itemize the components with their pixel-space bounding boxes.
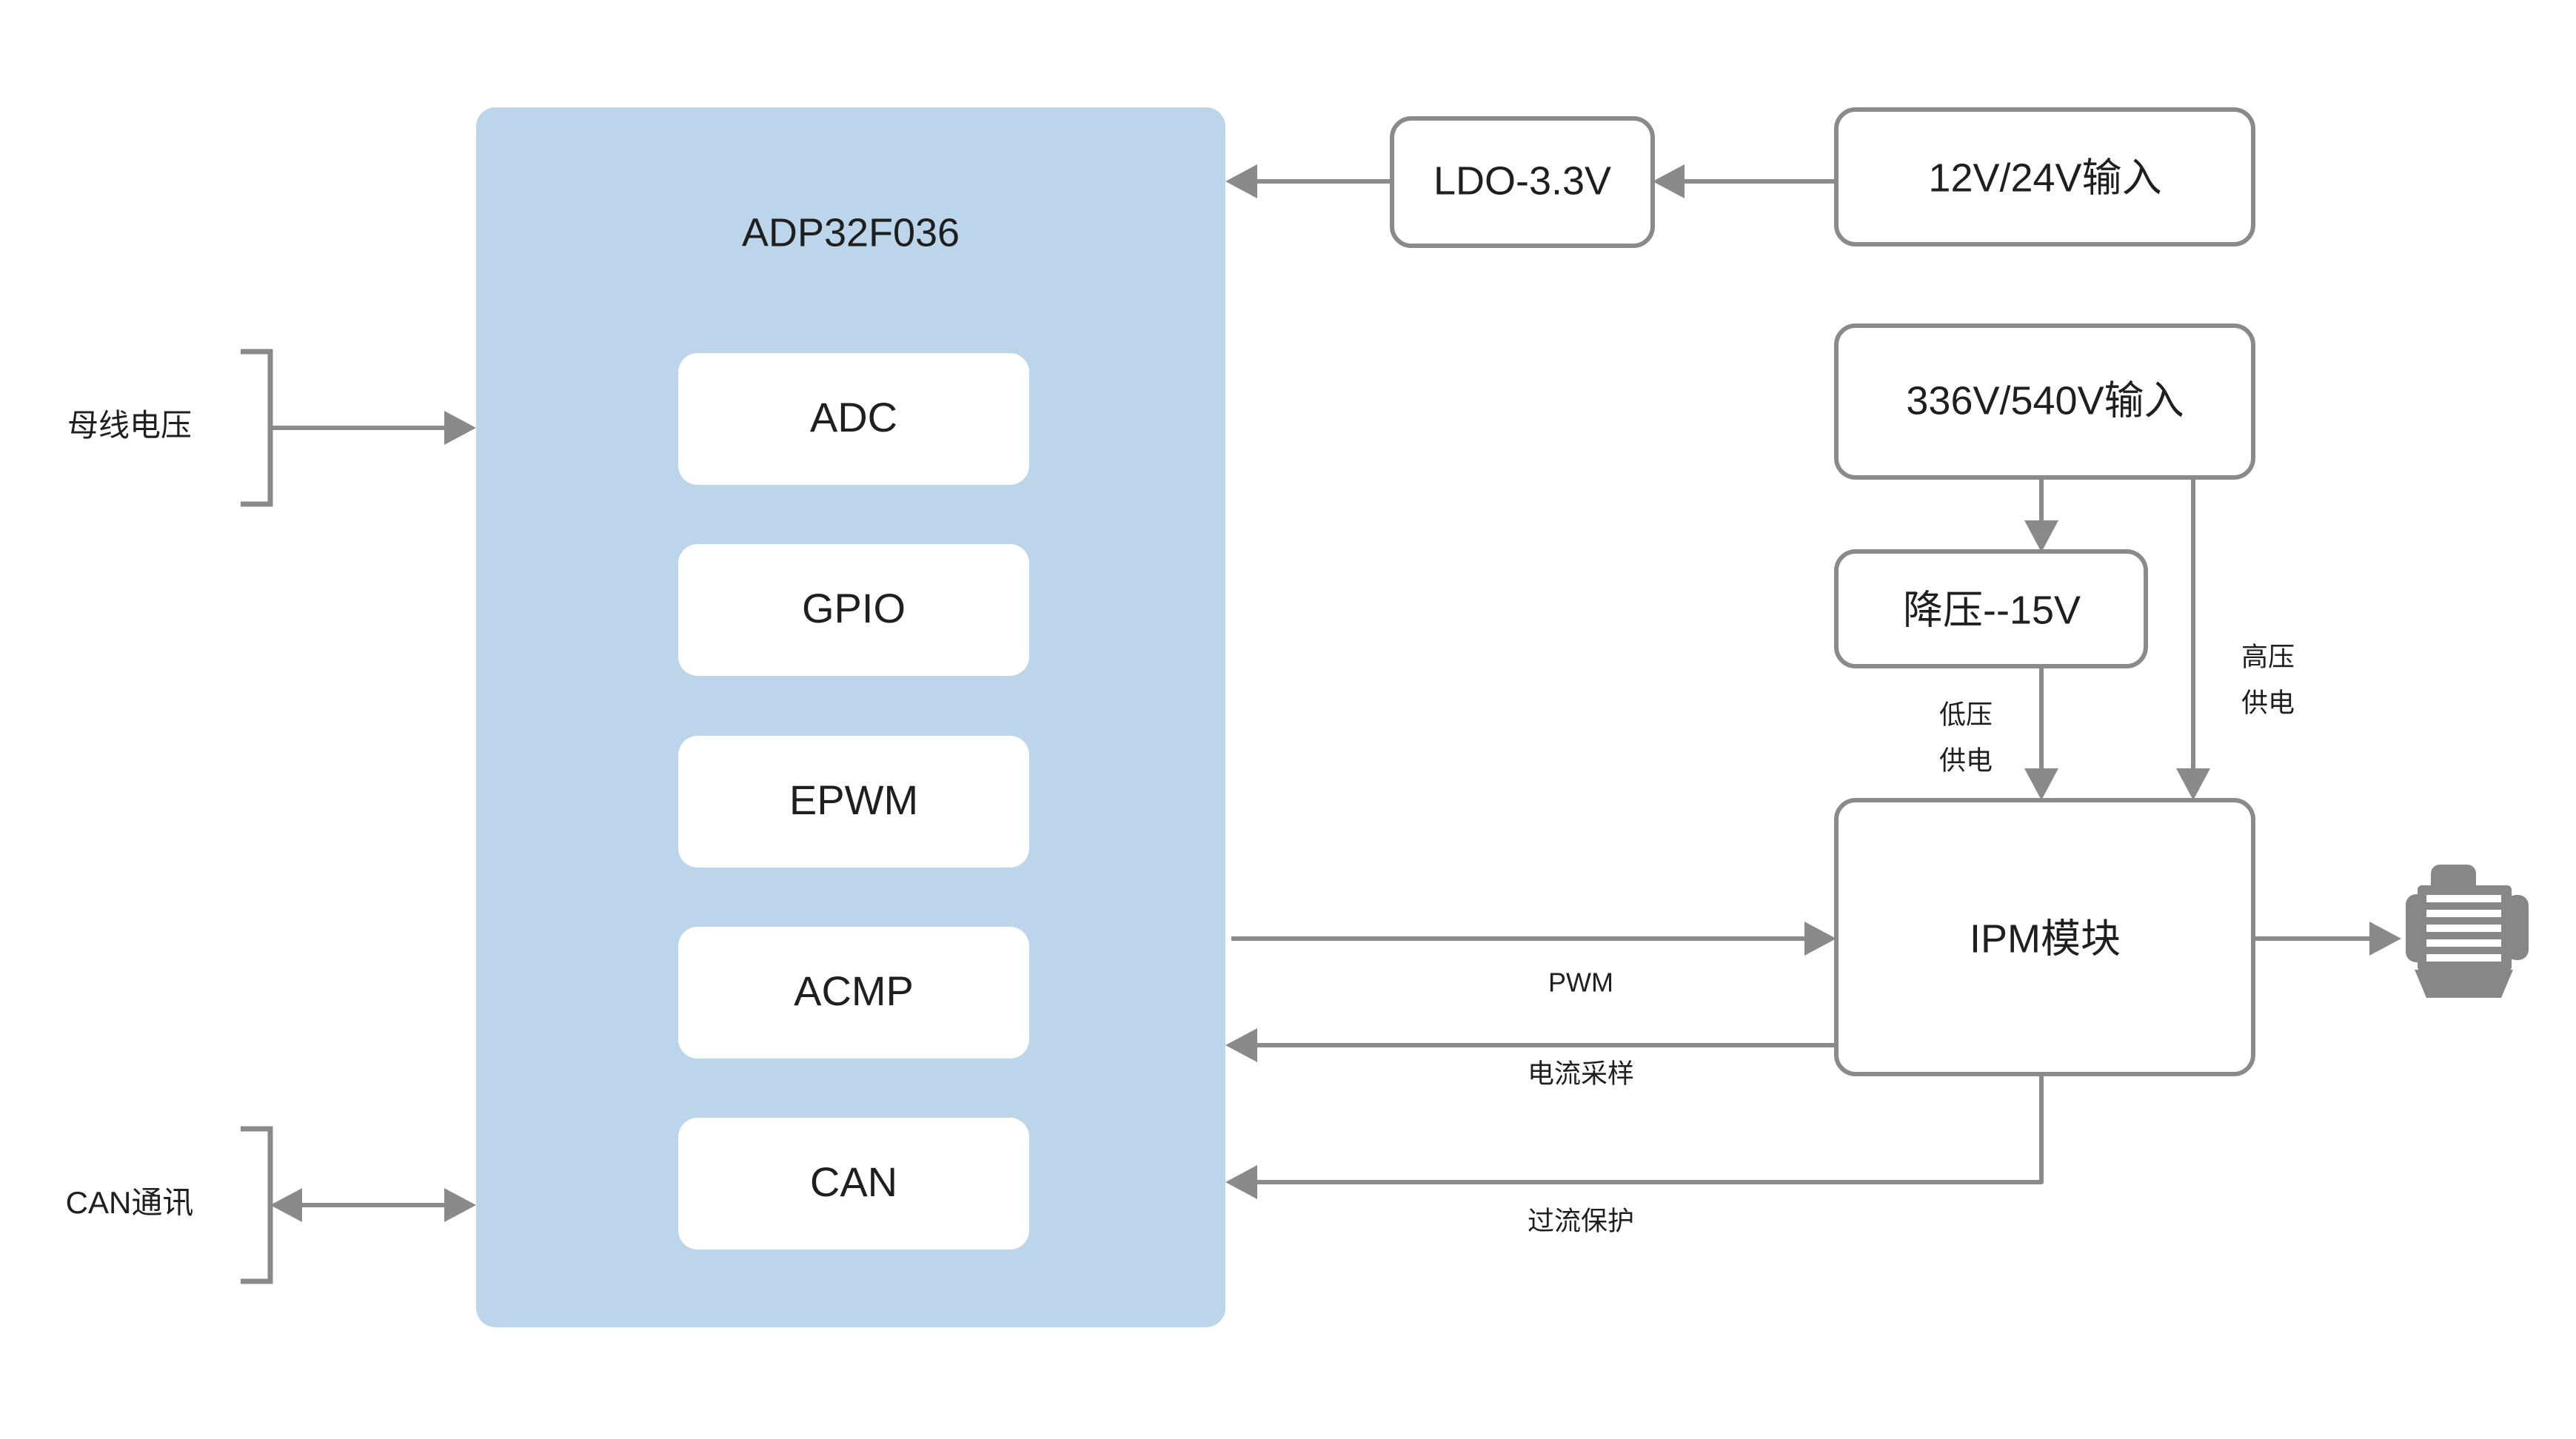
- edge-current-sense: 电流采样: [1225, 1028, 1836, 1089]
- edge-pwm: PWM: [1231, 922, 1836, 998]
- edge-hvinput-to-ipm: 高压 供电: [2176, 477, 2295, 800]
- lv-input-box-group[interactable]: 12V/24V输入: [1834, 107, 2255, 246]
- edge-overcurrent-label: 过流保护: [1528, 1206, 1634, 1236]
- lv-supply-label-line1: 低压: [1939, 700, 1993, 730]
- buck-box-group[interactable]: 降压--15V: [1834, 549, 2148, 668]
- mcu-block-can-label: CAN: [810, 1158, 897, 1205]
- can-bus-arrowhead-left-icon: [270, 1188, 302, 1222]
- edge-pwm-arrowhead-icon: [1804, 922, 1836, 956]
- mcu-panel-group[interactable]: ADP32F036 ADC GPIO EPWM ACMP CAN: [476, 107, 1225, 1327]
- hv-supply-label-line2: 供电: [2241, 688, 2295, 718]
- motor-icon: [2406, 865, 2529, 998]
- motor-terminal-hole-right-icon: [2452, 872, 2468, 888]
- hv-input-box[interactable]: [1834, 323, 2255, 480]
- edge-buck-to-ipm: 低压 供电: [1939, 666, 2058, 800]
- motor-terminal-hole-left-icon: [2434, 872, 2450, 888]
- mcu-panel[interactable]: [476, 107, 1225, 1327]
- ipm-label: IPM模块: [1970, 916, 2121, 961]
- buck-label: 降压--15V: [1903, 588, 2081, 632]
- edge-lvinput-to-ldo-arrowhead-icon: [1653, 164, 1685, 198]
- edge-lvinput-to-ldo: [1653, 164, 1836, 198]
- mcu-block-epwm[interactable]: EPWM: [678, 736, 1029, 868]
- bus-voltage-arrowhead-icon: [444, 411, 476, 445]
- mcu-block-can-box[interactable]: [678, 1118, 1029, 1250]
- edge-ldo-to-mcu: [1225, 164, 1392, 198]
- motor-fin-3-icon: [2426, 925, 2501, 932]
- motor-fin-5-icon: [2426, 954, 2501, 962]
- mcu-block-gpio[interactable]: GPIO: [678, 544, 1029, 676]
- mcu-block-adc-box[interactable]: [678, 353, 1029, 485]
- edge-current-sense-arrowhead-icon: [1225, 1028, 1257, 1062]
- mcu-block-adc[interactable]: ADC: [678, 353, 1029, 485]
- lv-input-box[interactable]: [1834, 107, 2255, 246]
- buck-box[interactable]: [1834, 549, 2148, 668]
- edge-ldo-to-mcu-arrowhead-icon: [1225, 164, 1257, 198]
- bus-voltage-label: 母线电压: [67, 408, 192, 443]
- edge-ipm-to-motor-arrowhead-icon: [2369, 922, 2401, 956]
- ipm-box-group[interactable]: IPM模块: [1834, 798, 2255, 1076]
- edge-current-sense-label: 电流采样: [1528, 1059, 1634, 1089]
- mcu-block-adc-label: ADC: [810, 394, 897, 440]
- mcu-block-acmp-label: ACMP: [794, 967, 914, 1014]
- motor-fin-1-icon: [2426, 895, 2501, 902]
- can-bus-bracket: [241, 1126, 273, 1284]
- port-bus-voltage[interactable]: 母线电压: [67, 349, 476, 507]
- edge-hvinput-to-buck-arrowhead-icon: [2024, 520, 2058, 552]
- motor-fin-2-icon: [2426, 910, 2501, 917]
- mcu-block-epwm-box[interactable]: [678, 736, 1029, 868]
- mcu-block-gpio-label: GPIO: [802, 585, 906, 631]
- bus-voltage-bracket: [241, 349, 273, 507]
- mcu-block-acmp[interactable]: ACMP: [678, 927, 1029, 1059]
- ldo-box-group[interactable]: LDO-3.3V: [1390, 116, 1655, 248]
- can-bus-arrowhead-right-icon: [444, 1188, 476, 1222]
- edge-buck-to-ipm-arrowhead-icon: [2024, 768, 2058, 800]
- can-bus-label: CAN通讯: [66, 1185, 194, 1220]
- edge-overcurrent-arrowhead-icon: [1225, 1165, 1257, 1199]
- edge-hvinput-to-ipm-arrowhead-icon: [2176, 768, 2210, 800]
- mcu-panel-title: ADP32F036: [742, 210, 960, 255]
- port-can-bus[interactable]: CAN通讯: [66, 1126, 476, 1284]
- edge-hvinput-to-buck: [2024, 477, 2058, 552]
- mcu-block-epwm-label: EPWM: [789, 776, 918, 823]
- mcu-block-gpio-box[interactable]: [678, 544, 1029, 676]
- edge-overcurrent-line: [1257, 1074, 2044, 1184]
- edge-pwm-label: PWM: [1548, 967, 1613, 998]
- edge-ipm-to-motor: [2253, 922, 2401, 956]
- motor-fin-4-icon: [2426, 939, 2501, 947]
- motor-base-icon: [2415, 970, 2513, 998]
- edge-overcurrent: 过流保护: [1225, 1074, 2044, 1236]
- ldo-label: LDO-3.3V: [1433, 158, 1611, 203]
- mcu-block-can[interactable]: CAN: [678, 1118, 1029, 1250]
- hv-input-label: 336V/540V输入: [1906, 378, 2184, 423]
- lv-input-label: 12V/24V输入: [1928, 155, 2161, 200]
- mcu-block-acmp-box[interactable]: [678, 927, 1029, 1059]
- hv-input-box-group[interactable]: 336V/540V输入: [1834, 323, 2255, 480]
- hv-supply-label-line1: 高压: [2241, 642, 2295, 672]
- lv-supply-label-line2: 供电: [1939, 745, 1993, 776]
